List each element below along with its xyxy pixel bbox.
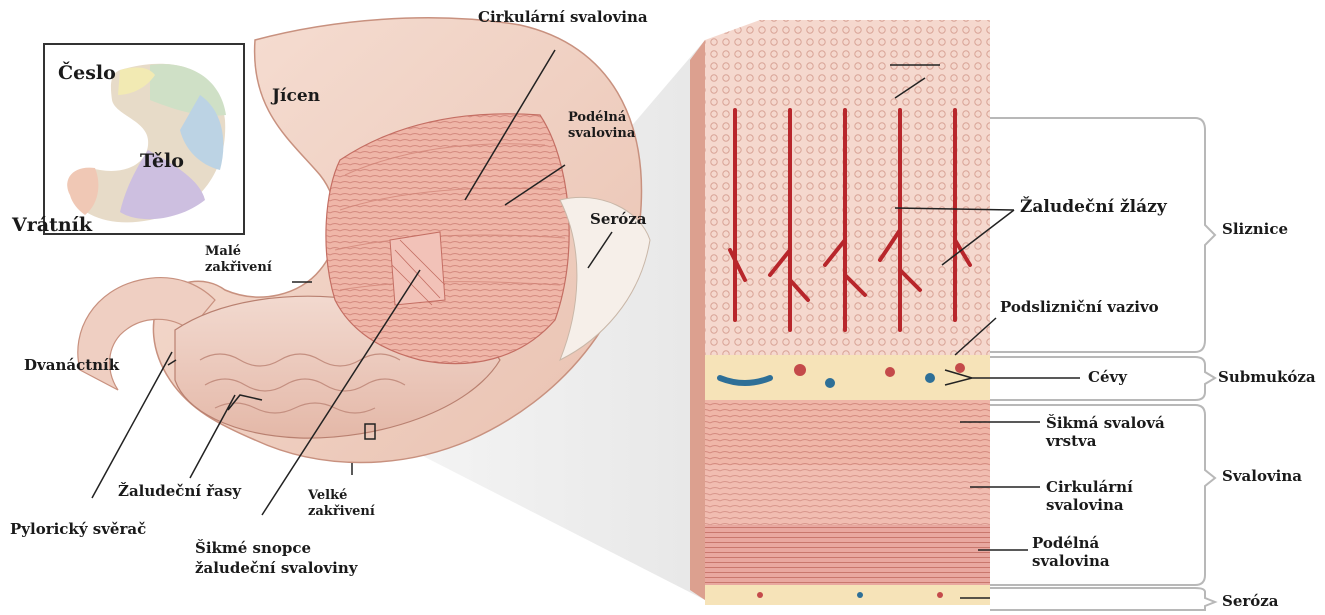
bracket-label-mucosa: Sliznice xyxy=(1222,220,1288,238)
label-lesser-curvature: Malé zakřivení xyxy=(205,244,285,275)
label-vessels: Cévy xyxy=(1088,368,1127,386)
label-rugae: Žaludeční řasy xyxy=(118,482,241,500)
label-serosa: Seróza xyxy=(590,210,647,228)
inset-label-pylorus: Vrátník xyxy=(12,214,92,237)
label-esophagus: Jícen xyxy=(272,86,320,106)
label-longitudinal-muscle: Podélná svalovina xyxy=(568,110,648,141)
label-circular-muscle-section: Cirkulární svalovina xyxy=(1046,478,1156,514)
label-duodenum: Dvanáctník xyxy=(24,356,119,374)
label-greater-curvature: Velké zakřivení xyxy=(308,488,388,519)
bracket-label-submucosa: Submukóza xyxy=(1218,368,1316,386)
label-oblique-layer: Šikmá svalová vrstva xyxy=(1046,414,1186,450)
inset-label-fundus: Česlo xyxy=(58,62,116,85)
tissue-cross-section xyxy=(690,20,990,605)
bracket-label-serosa: Seróza xyxy=(1222,592,1279,610)
label-circular-muscle: Cirkulární svalovina xyxy=(478,8,648,26)
bracket-label-muscularis: Svalovina xyxy=(1222,467,1302,485)
inset-label-body: Tělo xyxy=(140,150,184,173)
label-longitudinal-muscle-section: Podélná svalovina xyxy=(1032,534,1142,570)
label-submucosal-tissue: Podslizniční vazivo xyxy=(1000,298,1159,316)
label-gastric-glands: Žaludeční žlázy xyxy=(1020,197,1167,217)
label-oblique-fibers: Šikmé snopce žaludeční svaloviny xyxy=(195,538,365,579)
label-pyloric-sphincter: Pylorický svěrač xyxy=(10,520,146,538)
